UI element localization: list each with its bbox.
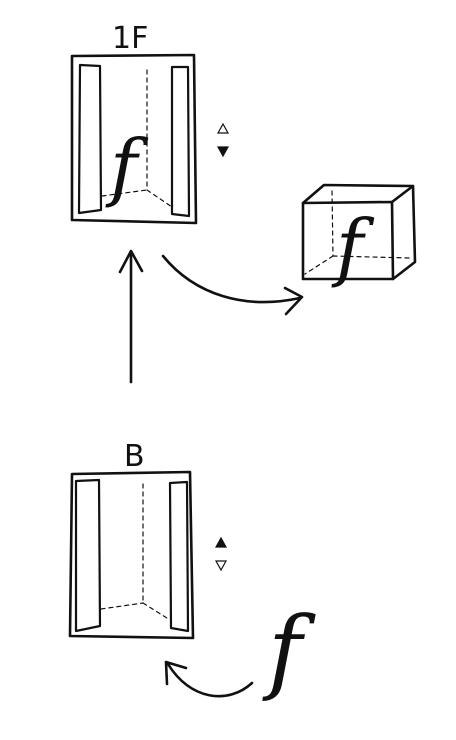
elevator-bottom-outline [68,470,195,640]
elevator-top-down-indicator-icon [216,146,230,158]
elevator-bottom: B [68,439,228,640]
floor-label-bottom: B [124,439,145,474]
elevator-bottom-floor-edge-left [100,602,144,610]
arrow-to-box [161,254,304,316]
elevator-top-floor-edge-left [101,189,148,197]
elevator-top-content: f [105,124,149,210]
elevator-bottom-right-door [168,480,190,633]
arrow-up-between-floors [118,249,144,384]
elevator-top-up-indicator-icon [216,122,230,134]
item-box: f [301,183,417,290]
elevator-bottom-down-indicator-icon [214,560,228,572]
item-box-hidden-edge-v [331,190,334,257]
item-box-hidden-edge-h [304,255,334,275]
item-box-hidden-edge-r [332,255,411,259]
arrow-into-elevator [164,660,254,698]
elevator-bottom-floor-edge-right [142,602,171,621]
item-box-content: f [331,204,375,290]
floor-label-top: 1F [112,21,148,56]
elevator-top: 1F f [70,21,230,225]
elevator-top-floor-edge-right [146,189,173,208]
elevator-bottom-up-indicator-icon [214,536,228,548]
elevator-bottom-left-door [74,478,102,633]
item-box-side [391,184,417,281]
elevator-top-left-door [77,63,103,215]
item-box-top [301,183,415,205]
elevator-top-right-door [170,65,191,218]
elevator-top-outline [70,53,198,225]
loose-item: f [262,597,316,704]
